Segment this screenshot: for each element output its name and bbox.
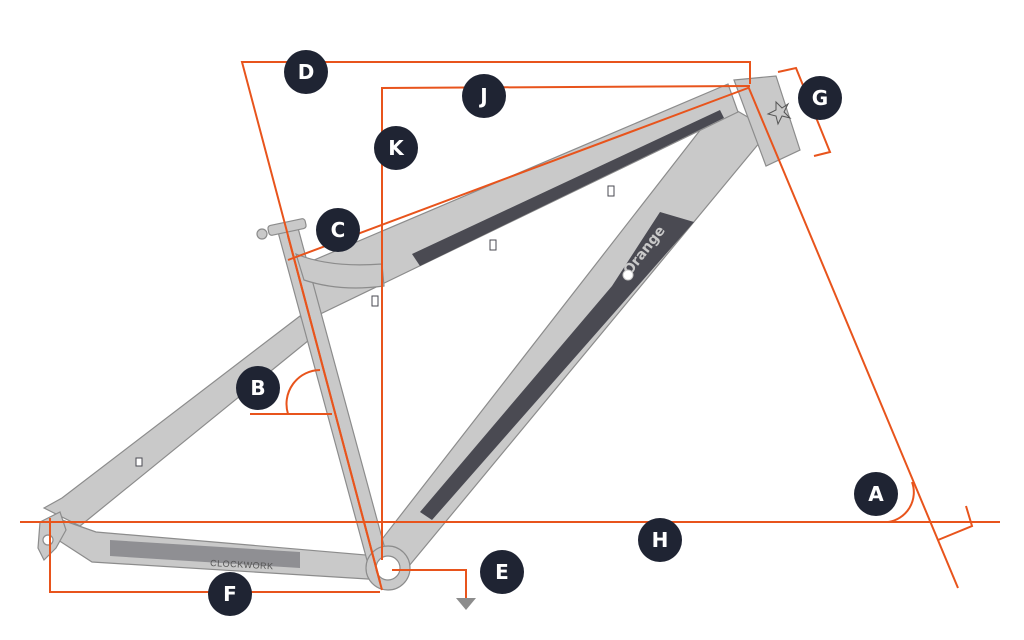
seat-clamp <box>256 218 307 240</box>
svg-text:H: H <box>652 528 669 552</box>
line-j <box>381 85 751 560</box>
svg-text:J: J <box>478 84 487 108</box>
svg-text:A: A <box>868 482 884 506</box>
line-steering-axis <box>747 85 959 589</box>
bottom-bracket-bore <box>375 555 401 581</box>
svg-text:C: C <box>331 218 346 242</box>
dimension-badges: D J K G C B A H E F <box>208 50 898 616</box>
badge-e: E <box>480 550 524 594</box>
model-name-text: CLOCKWORK <box>210 558 274 571</box>
line-c <box>287 87 749 261</box>
badge-g: G <box>798 76 842 120</box>
badge-k: K <box>374 126 418 170</box>
badge-f: F <box>208 572 252 616</box>
svg-text:K: K <box>388 136 405 160</box>
cable-guides <box>135 185 615 467</box>
line-f <box>49 518 380 593</box>
top-tube-gusset <box>295 252 385 289</box>
measurement-lines <box>20 61 1000 598</box>
badge-j: J <box>462 74 506 118</box>
head-tube <box>733 75 801 167</box>
rear-dropout <box>37 511 67 562</box>
badge-h: H <box>638 518 682 562</box>
seatstay <box>42 315 315 527</box>
head-badge-icon <box>766 100 792 126</box>
badge-c: C <box>316 208 360 252</box>
bike-frame: Orange CLOCKWORK <box>37 75 801 591</box>
down-tube-graphic <box>420 212 694 520</box>
svg-text:F: F <box>223 582 237 606</box>
badge-d: D <box>284 50 328 94</box>
line-end-tick <box>937 505 974 541</box>
svg-text:E: E <box>495 560 509 584</box>
badge-b: B <box>236 366 280 410</box>
line-seat-axis <box>287 235 381 583</box>
arc-b <box>285 369 321 415</box>
svg-text:D: D <box>298 60 315 84</box>
arrow-e <box>456 598 476 610</box>
arc-a <box>887 481 915 523</box>
dropout-axle-slot <box>42 534 54 546</box>
line-e <box>392 569 467 598</box>
chainstay-graphic <box>110 540 300 568</box>
svg-text:G: G <box>812 86 828 110</box>
svg-text:B: B <box>250 376 265 400</box>
top-tube-graphic <box>412 110 724 266</box>
badge-a: A <box>854 472 898 516</box>
brand-logo-mark <box>622 269 634 281</box>
